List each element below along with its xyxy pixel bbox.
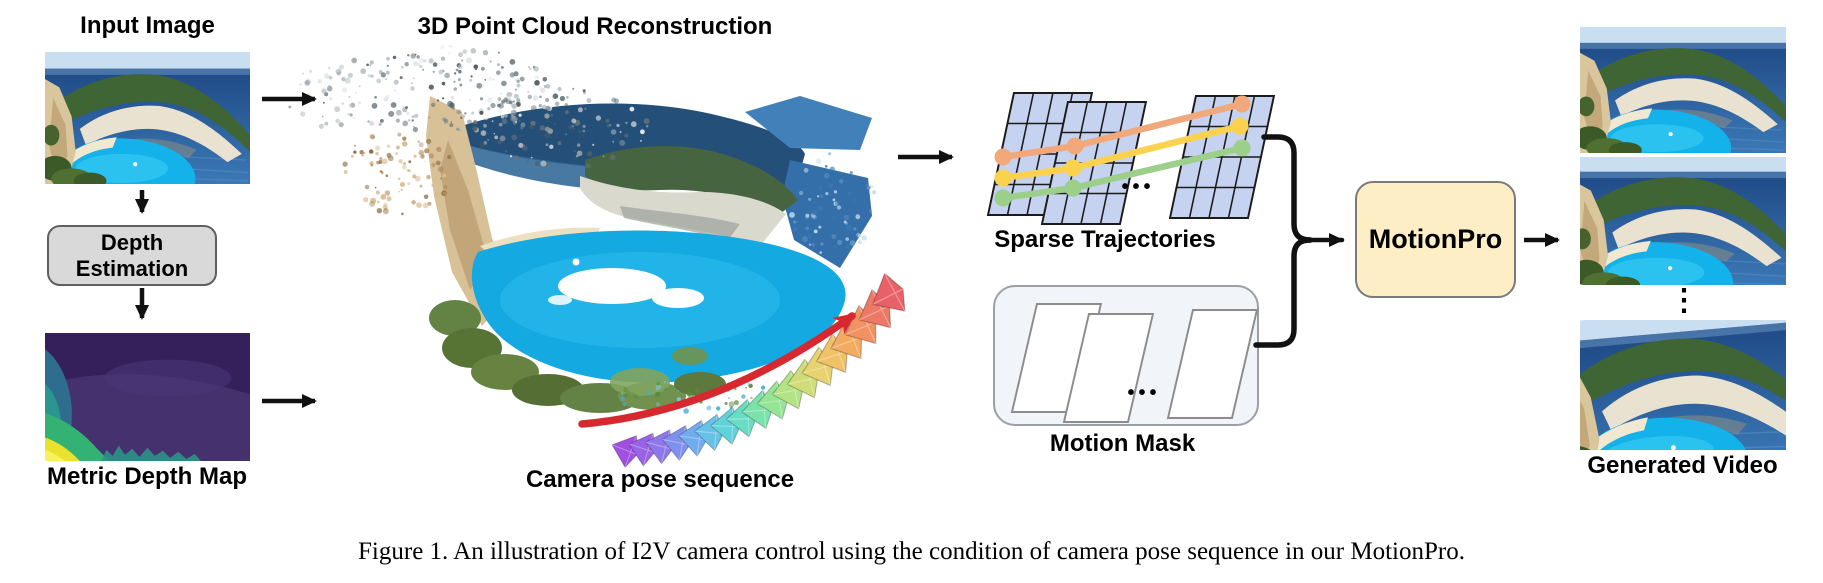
motionpro-label: MotionPro	[1368, 224, 1503, 254]
generated-frame-3	[1580, 320, 1786, 450]
trajectory-grids	[986, 92, 1276, 225]
generated-frame-1	[1580, 27, 1786, 153]
mask-frame	[1166, 309, 1259, 419]
trajectory-lines	[994, 95, 1251, 207]
trajectory-point	[1233, 139, 1251, 157]
bracket-top	[1261, 134, 1313, 243]
trajectory-point	[1064, 159, 1082, 177]
generated-frame-2	[1580, 157, 1786, 285]
motionpro-box: MotionPro	[1355, 181, 1516, 298]
video-ellipsis: ⋮	[1669, 284, 1699, 317]
generated-video-label: Generated Video	[1587, 452, 1778, 479]
trajectory-point	[1064, 179, 1082, 197]
point-cloud-title: 3D Point Cloud Reconstruction	[417, 13, 773, 40]
depth-estimation-label: Depth Estimation	[75, 229, 189, 281]
merge-bracket	[1253, 134, 1345, 348]
point-cloud-dots	[288, 44, 877, 414]
feature-grid	[1168, 95, 1276, 219]
sparse-trajectories-label: Sparse Trajectories	[994, 226, 1216, 253]
trajectory-point	[994, 169, 1012, 187]
camera-frustums	[611, 272, 906, 469]
trajectories-ellipsis: •••	[1121, 176, 1155, 198]
point-cloud-art	[288, 44, 877, 414]
input-image	[45, 52, 250, 184]
trajectory-point	[1233, 95, 1251, 113]
flow-arrows	[135, 92, 1560, 408]
camera-pose-sequence-label: Camera pose sequence	[525, 466, 795, 493]
motion-mask-label: Motion Mask	[1049, 430, 1196, 457]
trajectory-point	[1066, 137, 1084, 155]
depth-estimation-box: Depth Estimation	[47, 225, 217, 286]
trajectory-point	[1231, 117, 1249, 135]
metric-depth-map-image	[45, 333, 250, 461]
depth-map-art	[45, 333, 250, 461]
bracket-bottom	[1253, 237, 1313, 348]
figure-caption: Figure 1. An illustration of I2V camera …	[358, 538, 1465, 565]
camera-frustum	[871, 272, 906, 312]
input-image-label: Input Image	[80, 12, 215, 39]
motion-mask-frames	[1010, 303, 1259, 423]
trajectory-point	[994, 189, 1012, 207]
motion-mask-ellipsis: •••	[1127, 382, 1161, 404]
mask-frame	[1062, 313, 1155, 423]
metric-depth-map-label: Metric Depth Map	[46, 463, 247, 490]
camera-path-arrow	[578, 312, 857, 428]
trajectory-point	[994, 148, 1012, 166]
